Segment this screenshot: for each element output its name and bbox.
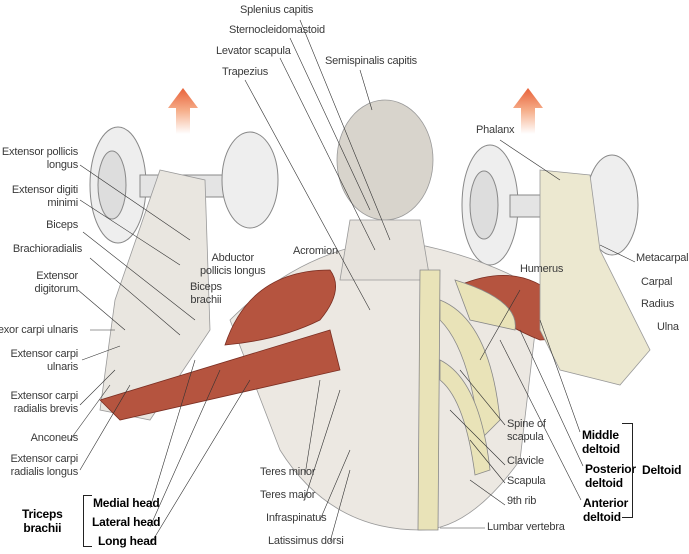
label-clavicle: Clavicle [507, 455, 544, 467]
label-lateral-head: Lateral head [92, 515, 161, 529]
label-splenius-capitis: Splenius capitis [240, 4, 314, 16]
label-extensor-carpi-radialis-longus: Extensor carpi radialis longus [10, 453, 78, 478]
label-medial-head: Medial head [93, 496, 160, 510]
label-metacarpal: Metacarpal [636, 252, 689, 264]
label-flexor-carpi-ulnaris: Flexor carpi ulnaris [0, 324, 78, 336]
spine-skeleton [417, 269, 516, 531]
deltoid-bracket [622, 423, 633, 518]
label-anconeus: Anconeus [30, 432, 79, 444]
label-humerus: Humerus [520, 263, 564, 275]
label-extensor-carpi-ulnaris: Extensor carpi ulnaris [10, 348, 78, 373]
left-arm [99, 169, 341, 421]
label-radius: Radius [641, 298, 675, 310]
label-long-head: Long head [98, 534, 157, 548]
leader-lines [69, 19, 636, 546]
label-extensor-digiti-minimi: Extensor digiti minimi [11, 184, 78, 209]
right-arm [539, 169, 651, 386]
label-anterior-deltoid: Anterior deltoid [583, 496, 629, 524]
label-acromion: Acromion [293, 245, 338, 257]
label-brachioradialis: Brachioradialis [12, 243, 82, 255]
label-infraspinatus: Infraspinatus [266, 512, 327, 524]
label-sternocleidomastoid: Sternocleidomastoid [229, 24, 325, 36]
label-middle-deltoid: Middle deltoid [582, 428, 620, 456]
label-extensor-digitorum: Extensor digitorum [34, 270, 79, 295]
label-phalanx: Phalanx [476, 124, 515, 136]
label-lumbar-vertebra: Lumbar vertebra [487, 521, 565, 533]
label-9th-rib: 9th rib [507, 495, 537, 507]
label-levator-scapula: Levator scapula [216, 45, 291, 57]
label-teres-minor: Teres minor [260, 466, 316, 478]
up-arrow-icon-right [513, 88, 543, 134]
label-extensor-pollicis-longus: Extensor pollicis longus [1, 146, 78, 171]
label-scapula: Scapula [507, 475, 546, 487]
triceps-bracket [83, 495, 92, 547]
left-dumbbell [89, 126, 279, 244]
label-posterior-deltoid: Posterior deltoid [585, 462, 636, 490]
label-triceps-brachii: Triceps brachii [22, 507, 63, 535]
label-teres-major: Teres major [260, 489, 316, 501]
label-deltoid: Deltoid [642, 463, 682, 477]
label-latissimus-dorsi: Latissimus dorsi [268, 535, 344, 547]
label-trapezius: Trapezius [222, 66, 269, 78]
label-biceps: Biceps [46, 219, 78, 231]
label-spine-of-scapula: Spine of scapula [507, 418, 546, 443]
up-arrow-icon-left [168, 88, 198, 134]
label-semispinalis-capitis: Semispinalis capitis [325, 55, 417, 67]
label-biceps-brachii: Biceps brachii [190, 281, 222, 306]
label-carpal: Carpal [641, 276, 673, 288]
label-extensor-carpi-radialis-brevis: Extensor carpi radialis brevis [10, 390, 78, 415]
label-abductor-pollicis-longus: Abductor pollicis longus [200, 252, 266, 277]
label-ulna: Ulna [657, 321, 679, 333]
